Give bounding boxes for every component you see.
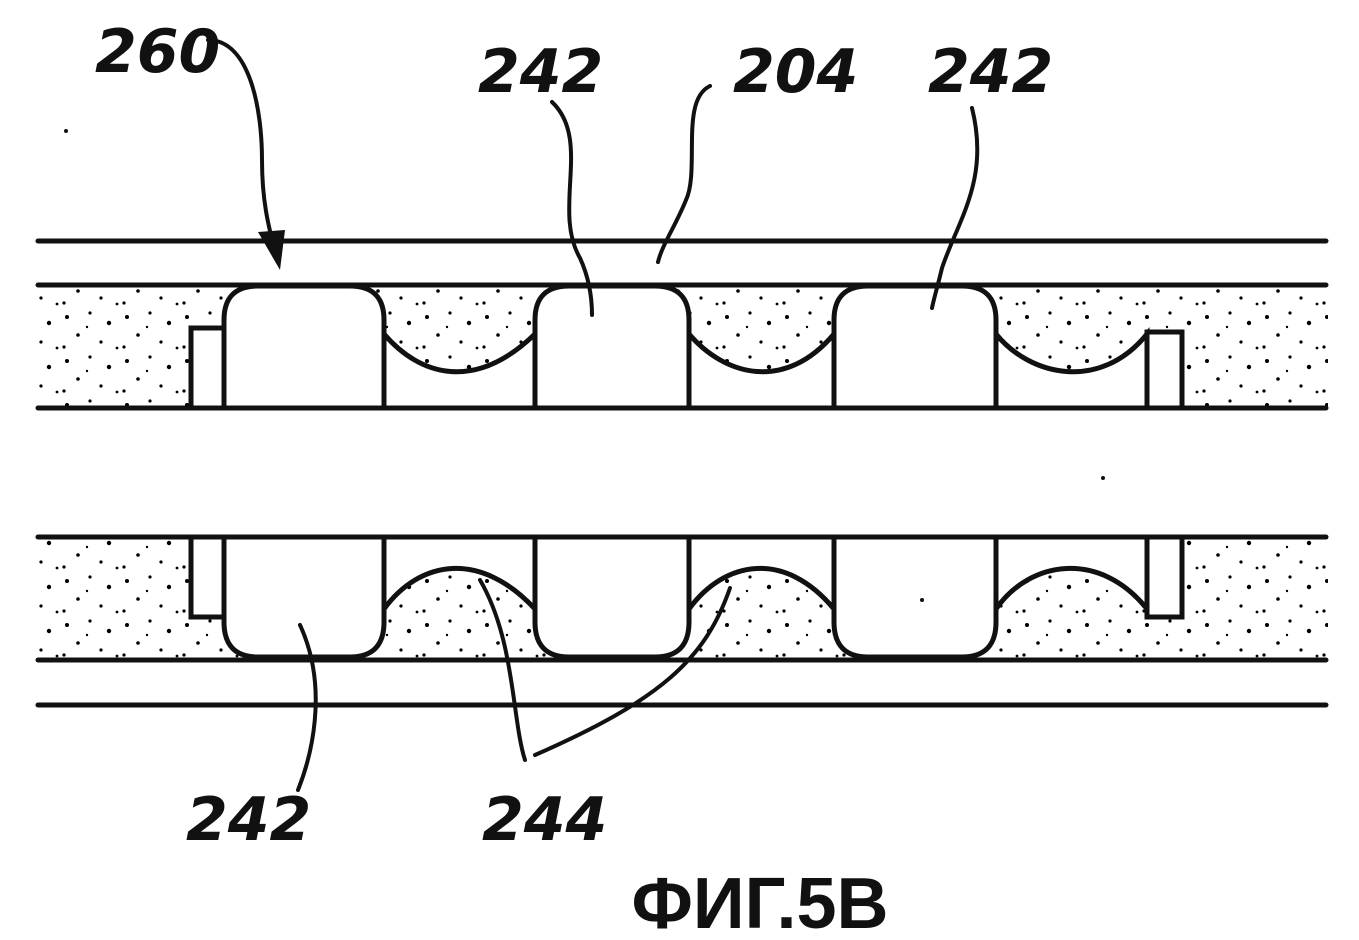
leader-204 <box>656 84 712 264</box>
top-right-tab <box>1144 329 1185 411</box>
top-arch-2 <box>686 327 837 411</box>
top-body-1 <box>221 283 387 411</box>
ref-label-204: 204 <box>733 37 858 107</box>
top-arch-1 <box>381 327 538 411</box>
leader-260 <box>206 38 278 257</box>
ref-label-260: 260 <box>95 17 220 87</box>
ref-label-242-top-right: 242 <box>928 37 1053 107</box>
bottom-arch-2 <box>686 534 837 617</box>
leader-244-a <box>478 578 527 762</box>
leader-lines <box>206 38 980 792</box>
leader-242-top-left <box>550 100 594 317</box>
leader-242-bottom <box>296 623 318 792</box>
top-assembly <box>35 238 1329 411</box>
bottom-assembly <box>35 534 1329 708</box>
bottom-body-1 <box>221 534 387 660</box>
speck <box>920 598 924 602</box>
speck <box>64 129 68 133</box>
top-body-2 <box>532 283 692 411</box>
ref-label-242-top-left: 242 <box>478 37 603 107</box>
ref-label-242-bottom: 242 <box>186 785 311 855</box>
leader-242-top-right <box>930 106 980 310</box>
speck <box>1101 476 1105 480</box>
bottom-right-tab <box>1144 534 1185 620</box>
figure-caption: ФИГ.5В <box>631 864 888 940</box>
top-body-3 <box>831 283 999 411</box>
bottom-arch-1 <box>381 534 538 617</box>
leader-244-b <box>533 586 732 757</box>
ref-label-244: 244 <box>482 785 607 855</box>
bottom-body-3 <box>831 534 999 660</box>
arrowhead-260 <box>258 230 285 270</box>
bottom-body-2 <box>532 534 692 660</box>
top-left-tab <box>188 325 227 411</box>
bottom-left-tab <box>188 534 227 620</box>
